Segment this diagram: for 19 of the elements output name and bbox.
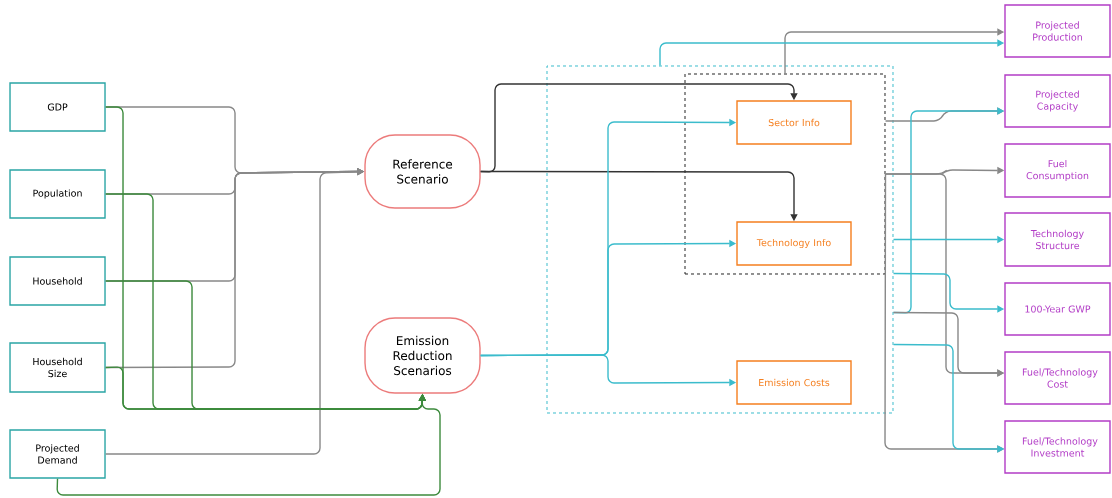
output-box: Technology Structure — [1004, 212, 1111, 267]
scenario-box: Emission Reduction Scenarios — [364, 317, 481, 394]
input-box: Household — [9, 256, 106, 306]
output-box: Projected Capacity — [1004, 74, 1111, 128]
output-box: 100-Year GWP — [1004, 282, 1111, 336]
input-box: Population — [9, 169, 106, 219]
dashed-container — [546, 65, 894, 414]
info-box: Technology Info — [736, 221, 852, 266]
info-box: Sector Info — [736, 100, 852, 145]
scenario-box: Reference Scenario — [364, 134, 481, 209]
output-box: Projected Production — [1004, 4, 1111, 58]
input-box: Projected Demand — [9, 429, 106, 479]
output-box: Fuel/Technology Cost — [1004, 351, 1111, 405]
output-box: Fuel Consumption — [1004, 143, 1111, 198]
input-box: GDP — [9, 82, 106, 132]
info-box: Emission Costs — [736, 360, 852, 405]
dashed-group — [684, 73, 886, 275]
input-box: Household Size — [9, 342, 106, 393]
output-box: Fuel/Technology Investment — [1004, 420, 1111, 474]
